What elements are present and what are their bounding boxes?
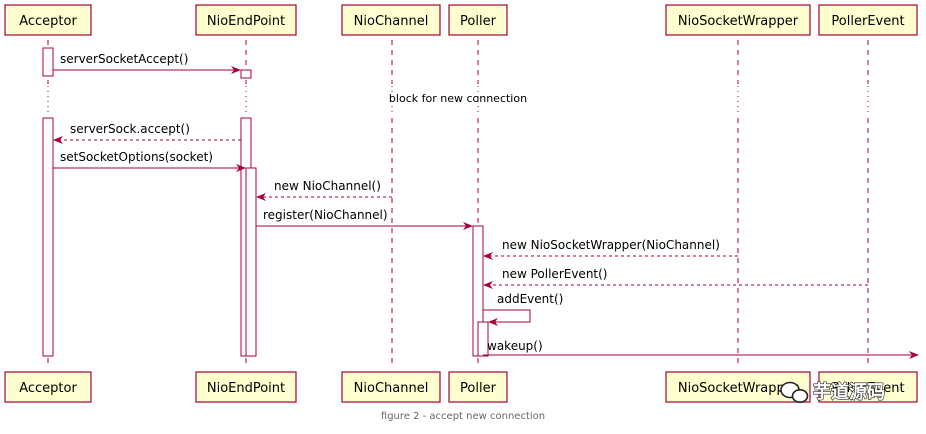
participant-acceptor-top-label: Acceptor — [19, 14, 77, 29]
participant-poller-top: Poller — [448, 4, 508, 36]
participant-niochannel-top: NioChannel — [341, 4, 441, 36]
activation-nioendpoint-3 — [245, 167, 257, 357]
participant-poller-bottom-label: Poller — [460, 381, 497, 396]
participant-niochannel-bottom-label: NioChannel — [354, 381, 429, 396]
messages — [53, 66, 919, 359]
message-new-niosocketwrapper-label: new NioSocketWrapper(NioChannel) — [502, 238, 720, 252]
message-addevent-line — [483, 309, 531, 326]
participant-nioendpoint-top-label: NioEndPoint — [207, 14, 285, 29]
message-labels: serverSocketAccept() serverSock.accept()… — [60, 52, 720, 353]
participant-niosocketwrapper-top: NioSocketWrapper — [665, 4, 811, 36]
message-serversock-accept-return-label: serverSock.accept() — [70, 122, 190, 136]
activation-poller-2 — [477, 321, 489, 357]
participant-acceptor-bottom: Acceptor — [4, 371, 92, 403]
participant-pollerevent-top-label: PollerEvent — [831, 14, 904, 29]
participant-niosocketwrapper-top-label: NioSocketWrapper — [678, 14, 799, 29]
participant-pollerevent-bottom: PollerEvent — [818, 371, 918, 403]
activation-nioendpoint-1 — [240, 69, 252, 79]
participant-poller-top-label: Poller — [460, 14, 497, 29]
figure-caption: figure 2 - accept new connection — [380, 411, 546, 422]
message-addevent-label: addEvent() — [497, 292, 563, 306]
participants-bottom: Acceptor NioEndPoint NioChannel Poller N… — [4, 371, 918, 403]
watermark-text: 芋道源码 — [813, 381, 885, 403]
participants-top: Acceptor NioEndPoint NioChannel Poller N… — [4, 4, 918, 36]
delay-label: block for new connection — [389, 92, 527, 105]
participant-acceptor-bottom-label: Acceptor — [19, 381, 77, 396]
wechat-icon — [780, 381, 809, 403]
participant-nioendpoint-top: NioEndPoint — [195, 4, 297, 36]
message-setsocketoptions-label: setSocketOptions(socket) — [60, 150, 213, 164]
participant-nioendpoint-bottom: NioEndPoint — [195, 371, 297, 403]
activation-acceptor-2 — [42, 117, 54, 357]
watermark: 芋道源码 — [780, 380, 886, 404]
participant-pollerevent-top: PollerEvent — [818, 4, 918, 36]
participant-pollerevent-bottom-label: PollerEvent — [831, 381, 904, 396]
participant-poller-bottom: Poller — [448, 371, 508, 403]
message-serversocketaccept-label: serverSocketAccept() — [60, 52, 188, 66]
participant-niochannel-top-label: NioChannel — [354, 14, 429, 29]
message-new-niochannel-label: new NioChannel() — [274, 179, 381, 193]
message-wakeup-label: wakeup() — [487, 339, 543, 353]
message-new-pollerevent-label: new PollerEvent() — [502, 267, 608, 281]
participant-niochannel-bottom: NioChannel — [341, 371, 441, 403]
activations — [42, 47, 489, 357]
participant-nioendpoint-bottom-label: NioEndPoint — [207, 381, 285, 396]
delay-dots — [47, 86, 869, 116]
message-register-label: register(NioChannel) — [263, 208, 388, 222]
participant-acceptor-top: Acceptor — [4, 4, 92, 36]
participant-niosocketwrapper-bottom-label: NioSocketWrapper — [678, 381, 799, 396]
lifelines — [47, 40, 869, 364]
activation-acceptor-1 — [42, 47, 54, 77]
